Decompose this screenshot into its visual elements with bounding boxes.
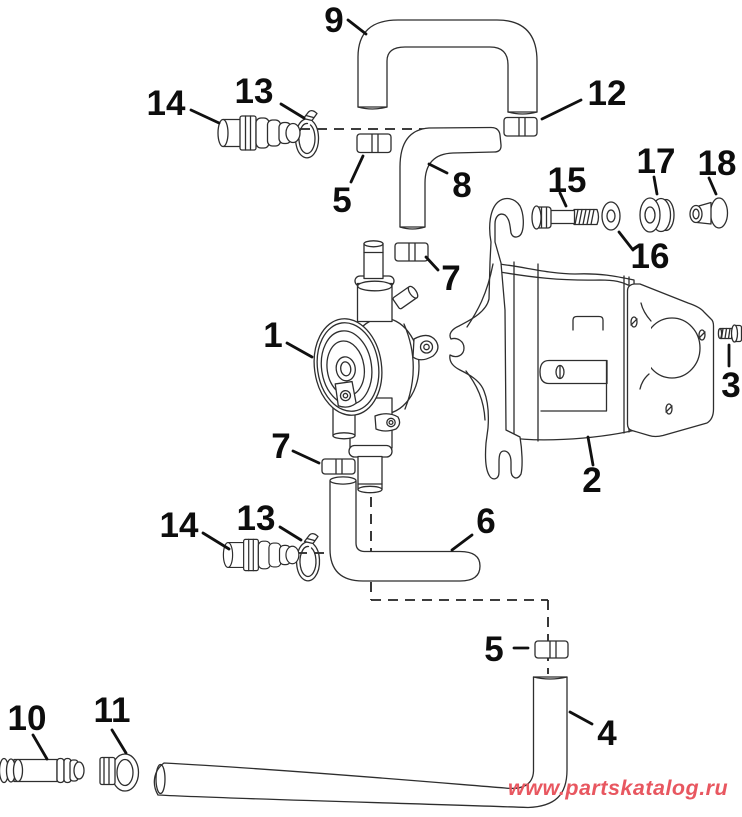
part-12-sleeve-clamp xyxy=(503,116,538,137)
callout-13-bottom: 13 xyxy=(237,499,276,538)
callout-14-top: 14 xyxy=(147,84,186,123)
callout-9: 9 xyxy=(324,1,343,40)
callout-12: 12 xyxy=(588,74,627,113)
pump-diaphragm-cover xyxy=(313,318,383,416)
part-14-barb-fitting-bottom xyxy=(222,538,300,572)
part-4-long-hose xyxy=(153,676,568,809)
callout-5-bottom: 5 xyxy=(484,630,503,669)
part-16-washer xyxy=(601,201,621,231)
callout-17: 17 xyxy=(637,142,676,181)
callout-6: 6 xyxy=(476,502,495,541)
part-6-elbow-hose xyxy=(329,476,481,582)
callout-8: 8 xyxy=(452,166,471,205)
part-10-barb-connector xyxy=(0,757,85,784)
part-8-elbow-hose xyxy=(399,126,502,230)
part-18-bushing xyxy=(689,197,729,229)
bracket-screw-holes xyxy=(630,316,706,415)
callout-1: 1 xyxy=(263,316,282,355)
callout-13-top: 13 xyxy=(235,72,274,111)
callout-14-bottom: 14 xyxy=(160,506,199,545)
part-17-grommet xyxy=(639,197,675,233)
leader-lines xyxy=(31,18,731,761)
part-1-fuel-pump xyxy=(313,240,439,494)
callout-18: 18 xyxy=(698,144,737,183)
watermark: www.partskatalog.ru xyxy=(508,776,728,800)
callout-11: 11 xyxy=(94,691,131,730)
pump-side-nipple xyxy=(392,285,419,310)
part-5-sleeve-clamp-bottom xyxy=(534,640,569,659)
callout-4: 4 xyxy=(597,714,617,753)
part-11-worm-gear-clamp xyxy=(99,753,140,792)
part-9-u-hose xyxy=(357,19,538,115)
callout-3: 3 xyxy=(721,366,740,405)
pump-inlet-nipple xyxy=(363,242,384,280)
callout-7-bottom: 7 xyxy=(271,427,290,466)
callout-labels: 9 14 13 12 5 8 15 17 18 16 7 1 3 2 7 14 … xyxy=(8,1,741,753)
callout-2: 2 xyxy=(582,461,601,500)
part-15-flange-bolt xyxy=(531,205,600,230)
callout-7-top: 7 xyxy=(441,259,460,298)
part-7-sleeve-clamp-top xyxy=(394,242,429,262)
part-2-mounting-bracket xyxy=(449,197,715,480)
part-14-barb-fitting-top xyxy=(217,115,301,151)
callout-16: 16 xyxy=(631,237,670,276)
callout-5-top: 5 xyxy=(332,181,351,220)
part-7-sleeve-clamp-bottom xyxy=(321,458,356,475)
callout-15: 15 xyxy=(548,161,587,200)
part-3-screw xyxy=(717,324,742,343)
callout-10: 10 xyxy=(8,699,47,738)
part-5-sleeve-clamp-top xyxy=(356,133,392,154)
